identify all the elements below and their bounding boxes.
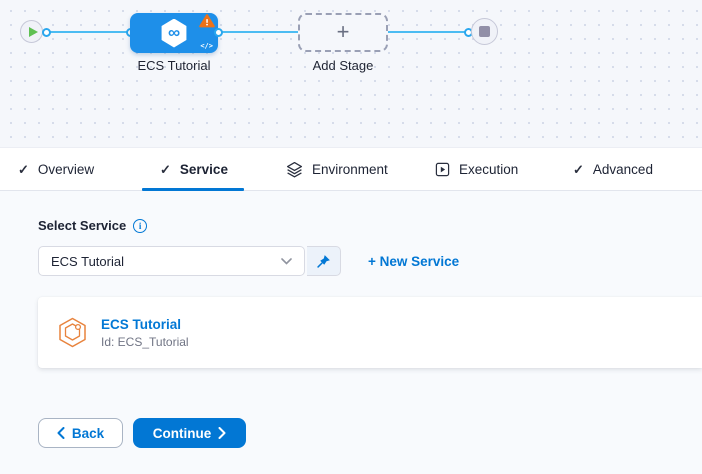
service-hexagon-icon	[59, 317, 86, 348]
pin-icon	[317, 254, 330, 268]
tab-execution[interactable]: Execution	[435, 148, 518, 191]
back-button[interactable]: Back	[38, 418, 123, 448]
back-button-label: Back	[71, 425, 105, 441]
connector-port	[42, 27, 51, 37]
service-card-name[interactable]: ECS Tutorial	[101, 316, 182, 332]
stop-icon	[479, 26, 490, 37]
warning-icon	[199, 14, 215, 28]
tab-advanced[interactable]: ✓ Advanced	[573, 148, 653, 191]
add-stage-label: Add Stage	[312, 58, 374, 73]
service-card[interactable]: ECS Tutorial Id: ECS_Tutorial	[38, 297, 702, 368]
select-service-label: Select Service	[38, 218, 127, 233]
tab-label: Environment	[312, 162, 388, 177]
chevron-left-icon	[57, 427, 65, 439]
tab-label: Execution	[459, 162, 519, 177]
stage-node-label: ECS Tutorial	[137, 58, 211, 73]
service-tab-panel: Select Service i ECS Tutorial + New Serv…	[0, 191, 702, 474]
connector-port	[213, 27, 223, 37]
select-service-label-row: Select Service i	[38, 218, 148, 233]
check-icon: ✓	[160, 161, 171, 177]
continue-button[interactable]: Continue	[133, 418, 246, 448]
tab-overview[interactable]: ✓ Overview	[18, 148, 94, 191]
info-icon[interactable]: i	[133, 218, 148, 233]
pipeline-start-node	[20, 20, 43, 43]
chevron-down-icon	[281, 257, 292, 265]
deploy-stage-icon: ∞	[161, 18, 187, 48]
new-service-link[interactable]: + New Service	[368, 253, 460, 269]
continue-button-label: Continue	[152, 425, 212, 441]
pipeline-canvas: ∞ </> ECS Tutorial + Add Stage	[0, 0, 702, 147]
service-select-value: ECS Tutorial	[51, 253, 124, 269]
infinity-icon: ∞	[167, 22, 181, 42]
chevron-right-icon	[218, 427, 226, 439]
tab-environment[interactable]: Environment	[286, 148, 388, 191]
service-select-dropdown[interactable]: ECS Tutorial	[38, 246, 305, 276]
pin-service-button[interactable]	[307, 246, 341, 276]
play-icon	[28, 26, 38, 37]
execution-icon	[435, 162, 450, 177]
stage-tabbar: ✓ Overview ✓ Service Environment Executi…	[0, 147, 702, 191]
environment-icon	[286, 161, 303, 178]
stage-node-ecs-tutorial[interactable]: ∞ </>	[130, 13, 218, 53]
tab-label: Overview	[37, 162, 95, 177]
pipeline-end-node	[471, 18, 498, 45]
plus-icon: +	[336, 18, 350, 44]
code-icon[interactable]: </>	[200, 42, 213, 50]
check-icon: ✓	[18, 161, 29, 177]
tab-label: Service	[179, 162, 228, 177]
pipeline-edge	[43, 31, 131, 33]
check-icon: ✓	[573, 161, 584, 177]
add-stage-button[interactable]: +	[298, 13, 388, 52]
tab-label: Advanced	[592, 162, 653, 177]
service-card-id: Id: ECS_Tutorial	[101, 334, 189, 349]
service-card-text: ECS Tutorial Id: ECS_Tutorial	[101, 317, 189, 349]
tab-service[interactable]: ✓ Service	[142, 148, 244, 191]
